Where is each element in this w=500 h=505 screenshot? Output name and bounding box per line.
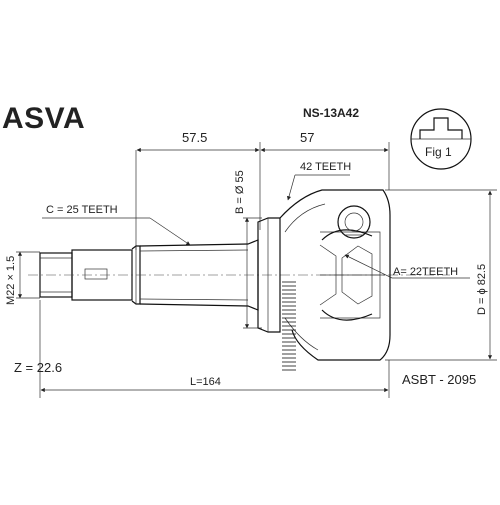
b-dimension: B = Ø 55 bbox=[234, 170, 262, 329]
housing bbox=[257, 189, 391, 371]
a-label: A= 22TEETH bbox=[393, 266, 458, 278]
part-code: ASBT - 2095 bbox=[402, 372, 476, 387]
c-label: C = 25 TEETH bbox=[46, 204, 118, 216]
outer-teeth-callout: 42 TEETH bbox=[286, 161, 351, 201]
shaft-length-label: 57.5 bbox=[182, 130, 207, 145]
l-label: L=164 bbox=[190, 376, 221, 388]
d-dimension: D = ϕ 82.5 bbox=[385, 189, 497, 361]
thread-dimension: M22 × 1.5 bbox=[5, 251, 40, 305]
outer-teeth-label: 42 TEETH bbox=[300, 161, 351, 173]
housing-length-label: 57 bbox=[300, 130, 314, 145]
fig-label: Fig 1 bbox=[425, 145, 452, 159]
part-number: NS-13A42 bbox=[303, 106, 359, 120]
l-dimension: L=164 bbox=[39, 300, 390, 398]
d-label: D = ϕ 82.5 bbox=[476, 264, 488, 315]
abs-ring bbox=[282, 281, 296, 371]
b-label: B = Ø 55 bbox=[234, 170, 246, 214]
z-label: Z = 22.6 bbox=[14, 360, 62, 375]
top-dimensions: 57.5 57 bbox=[135, 130, 390, 250]
fig-circle: Fig 1 bbox=[410, 108, 472, 170]
a-teeth-callout: A= 22TEETH bbox=[344, 254, 470, 279]
thread-label: M22 × 1.5 bbox=[5, 256, 17, 305]
c-teeth-callout: C = 25 TEETH bbox=[42, 204, 191, 246]
brand-title: ASVA bbox=[2, 102, 85, 135]
